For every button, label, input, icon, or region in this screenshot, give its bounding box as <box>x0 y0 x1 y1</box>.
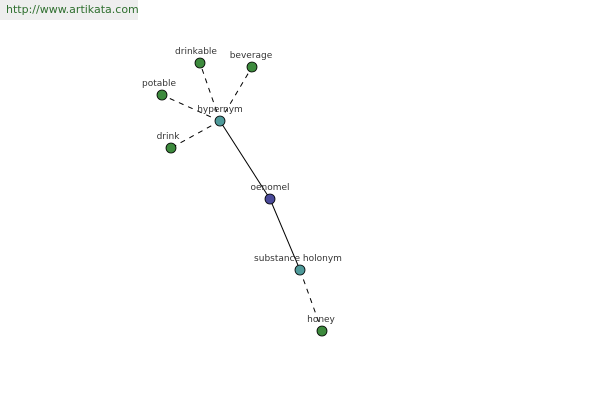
node-beverage[interactable]: beverage <box>230 51 273 73</box>
node-beverage-label: beverage <box>230 51 273 61</box>
edge-hypernym-potable <box>161 94 221 122</box>
node-hypernym-label: hypernym <box>197 105 243 115</box>
node-beverage-dot[interactable] <box>246 61 258 73</box>
edge-hypernym-drinkable <box>199 62 221 122</box>
node-honey-dot[interactable] <box>316 325 328 337</box>
node-honey[interactable]: honey <box>307 315 336 337</box>
node-drinkable-dot[interactable] <box>194 57 206 69</box>
node-oenomel-label: oenomel <box>250 183 289 193</box>
node-hypernym[interactable]: hypernym <box>197 105 243 127</box>
node-oenomel[interactable]: oenomel <box>250 183 290 205</box>
node-potable[interactable]: potable <box>142 79 176 101</box>
node-substance_holonym-dot[interactable] <box>294 264 306 276</box>
edge-substance_holonym-honey <box>299 269 323 332</box>
source-url-banner[interactable]: http://www.artikata.com <box>0 0 139 20</box>
edge-oenomel-hypernym <box>219 120 271 200</box>
node-drink-dot[interactable] <box>165 142 177 154</box>
node-drinkable-label: drinkable <box>175 47 217 57</box>
node-potable-dot[interactable] <box>156 89 168 101</box>
node-honey-label: honey <box>307 315 335 325</box>
node-drink[interactable]: drink <box>157 132 181 154</box>
node-potable-label: potable <box>142 79 176 89</box>
node-oenomel-dot[interactable] <box>264 193 276 205</box>
node-substance_holonym-label: substance holonym <box>254 254 342 264</box>
edges-layer <box>161 62 323 332</box>
node-drinkable[interactable]: drinkable <box>175 47 217 69</box>
edge-hypernym-beverage <box>219 66 253 122</box>
edge-oenomel-substance_holonym <box>269 198 301 271</box>
node-hypernym-dot[interactable] <box>214 115 226 127</box>
node-drink-label: drink <box>157 132 181 142</box>
node-substance_holonym[interactable]: substance holonym <box>254 254 342 276</box>
nodes-layer: oenomel hypernym substance holonym drinkabl… <box>142 47 342 337</box>
